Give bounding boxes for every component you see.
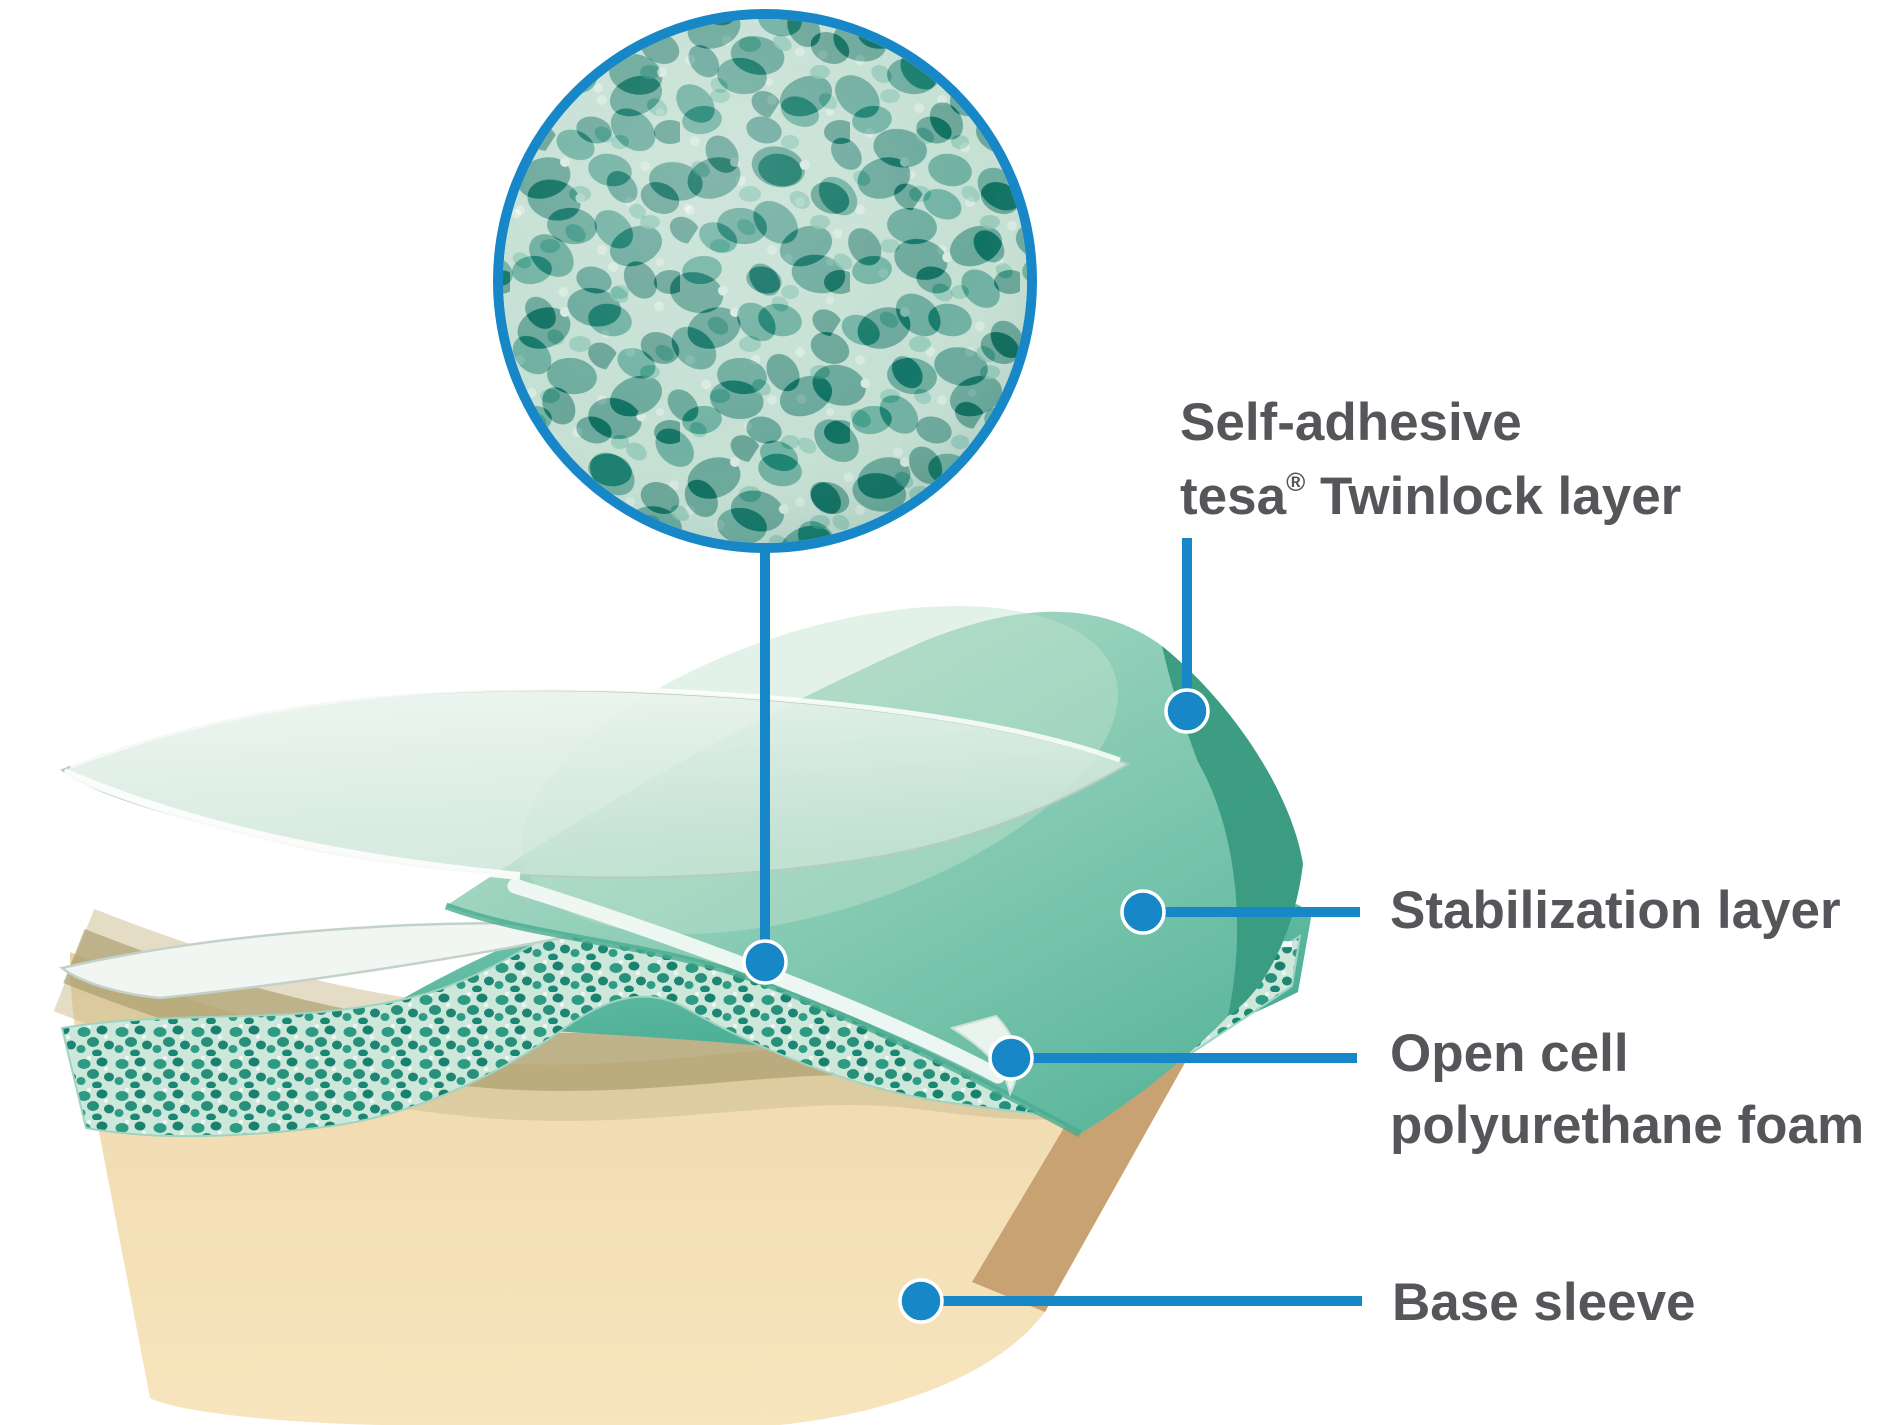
label-base-sleeve: Base sleeve — [1392, 1273, 1696, 1332]
label-self-adhesive-line2: Twinlock layer — [1305, 467, 1682, 526]
callout-base-sleeve — [898, 1278, 1362, 1324]
twinlock-adhesive-layer — [446, 611, 1303, 1134]
brand-name: tesa — [1180, 467, 1287, 526]
callout-stabilization — [1120, 889, 1360, 935]
callout-open-cell — [988, 1035, 1357, 1081]
callout-dot-open-cell — [988, 1035, 1034, 1081]
liner-curl-highlight — [507, 878, 1006, 1084]
callout-dot-self-adhesive — [1164, 688, 1210, 734]
callout-dot-base-sleeve — [898, 1278, 944, 1324]
callout-dot-foam-inset — [742, 939, 788, 985]
liner-film-edge — [59, 922, 619, 1000]
callout-dot-stabilization — [1120, 889, 1166, 935]
label-open-cell-foam: Open cell polyurethane foam — [1390, 1018, 1864, 1162]
label-stabilization-layer: Stabilization layer — [1390, 881, 1841, 940]
twinlock-fold-edge — [1162, 646, 1303, 1016]
label-open-cell-line2: polyurethane foam — [1390, 1096, 1865, 1155]
label-self-adhesive-line1: Self-adhesive — [1180, 393, 1522, 452]
foam-magnifier-inset — [493, 9, 1037, 985]
label-self-adhesive-twinlock: Self-adhesive tesa® Twinlock layer — [1180, 386, 1681, 534]
callout-self-adhesive — [1164, 538, 1210, 734]
label-open-cell-line1: Open cell — [1390, 1024, 1629, 1083]
registered-trademark-symbol: ® — [1286, 467, 1306, 498]
